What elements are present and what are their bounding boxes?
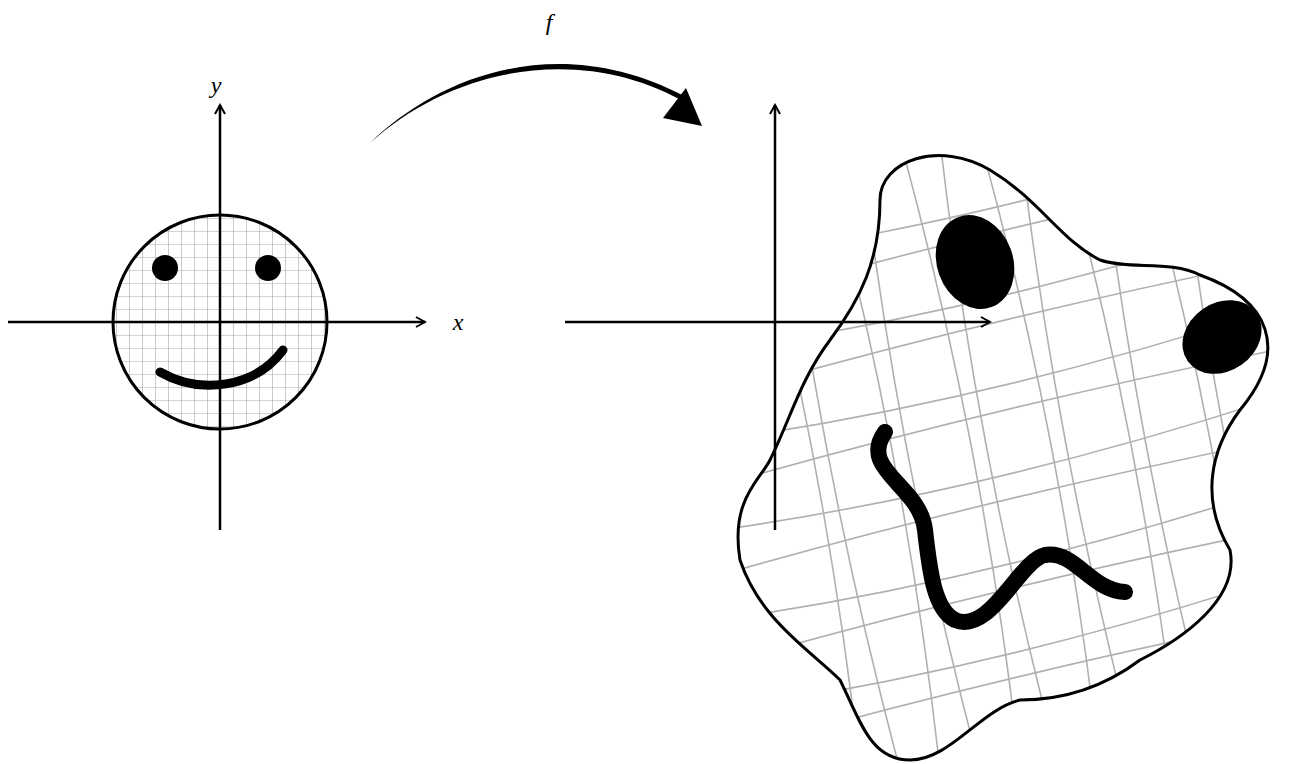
- map-name: f: [546, 10, 553, 34]
- source-disk: [8, 105, 425, 530]
- mapping-arrow: [370, 64, 702, 143]
- image-blob: [565, 105, 1297, 764]
- axis-label: x: [453, 310, 464, 334]
- axis-label: y: [211, 73, 222, 97]
